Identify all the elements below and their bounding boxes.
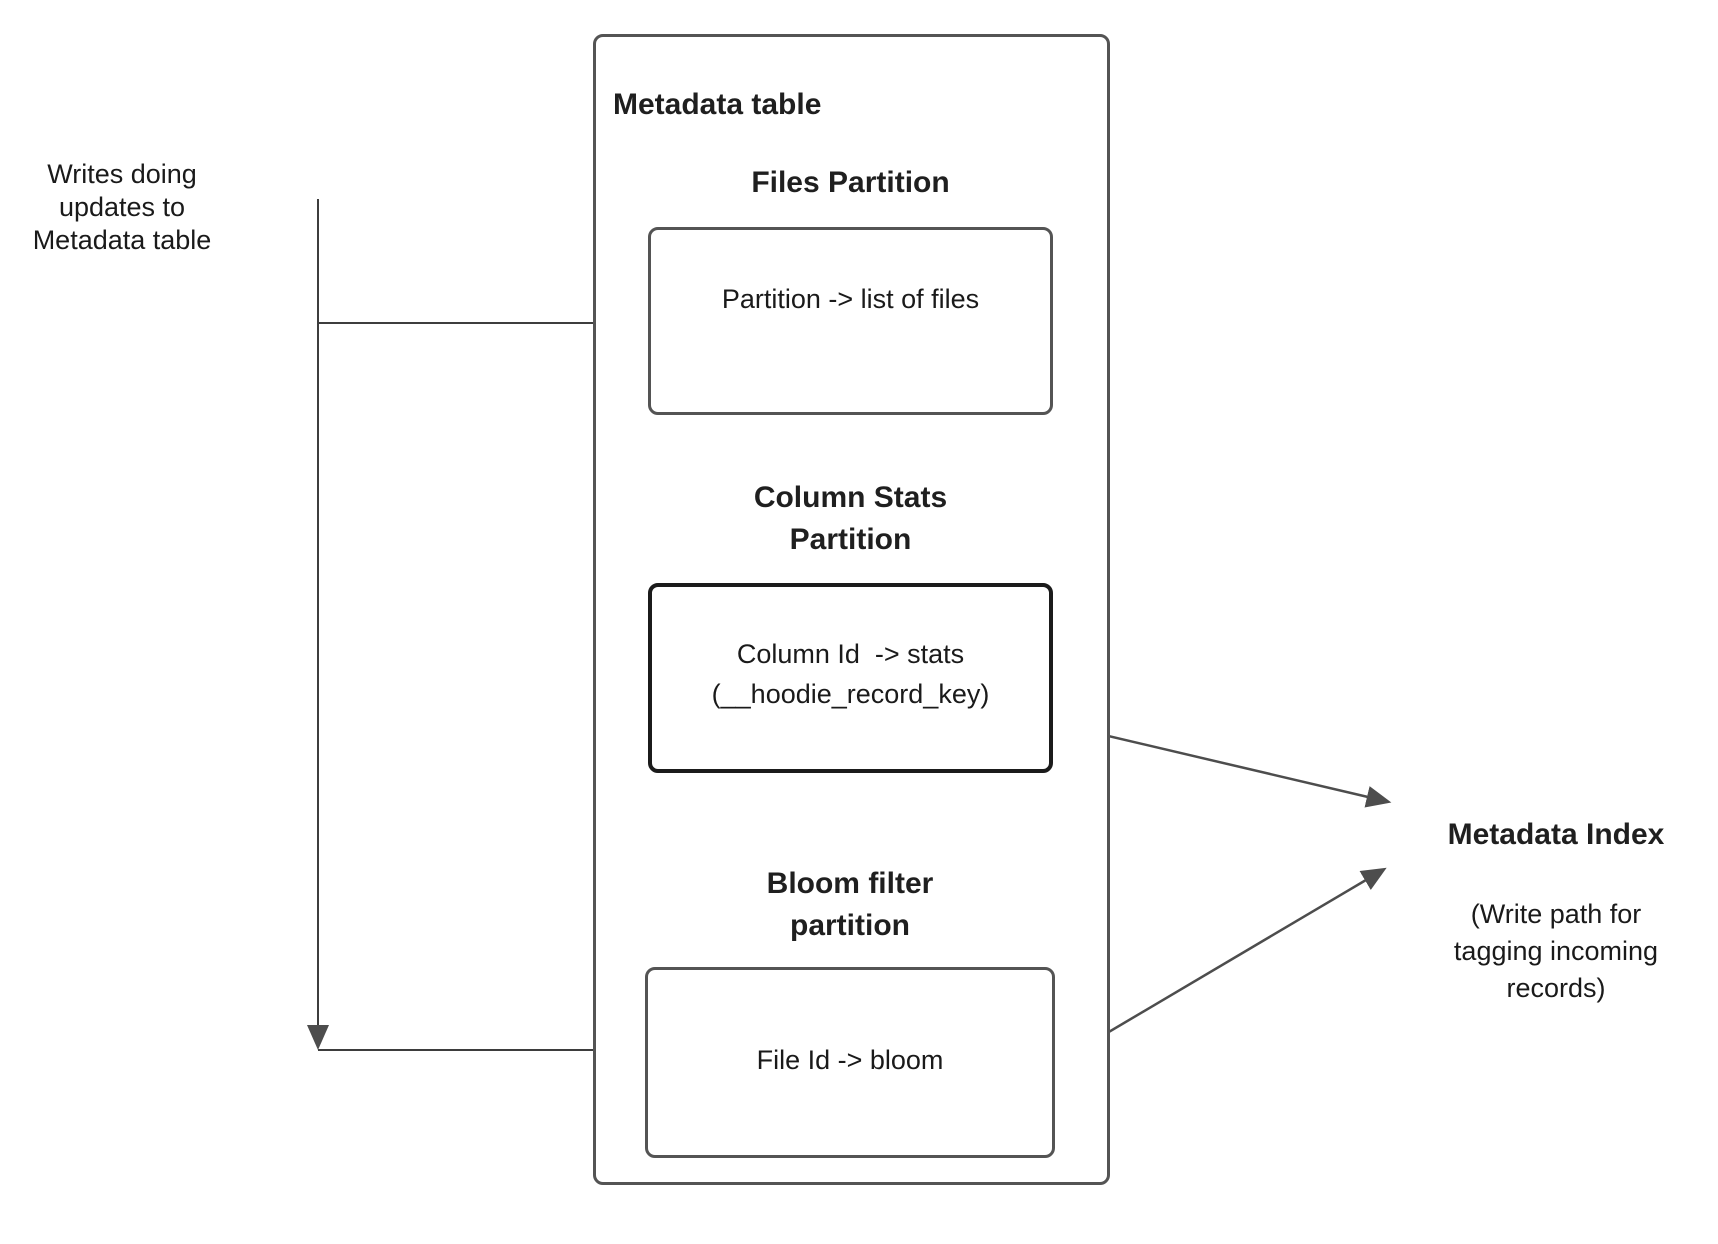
column-stats-heading-line: Column Stats	[753, 481, 948, 514]
files-partition-heading: Files Partition	[751, 166, 950, 199]
metadata-table-title: Metadata table	[613, 88, 822, 121]
metadata-index-subtitle-line: tagging incoming	[1453, 936, 1659, 966]
writes-note-line: Writes doing	[47, 159, 197, 189]
column-stats-text: Column Id -> stats (__hoodie_record_key)	[648, 634, 1053, 714]
writes-note-line: Metadata table	[32, 225, 212, 255]
bloom-filter-box	[645, 967, 1055, 1158]
metadata-index-subtitle-line: (Write path for	[1470, 899, 1642, 929]
column-stats-text-line: Column Id -> stats	[736, 639, 965, 669]
column-stats-box	[648, 583, 1053, 773]
writes-note-line: updates to	[58, 192, 186, 222]
metadata-index-subtitle: (Write path for tagging incoming records…	[1396, 896, 1716, 1007]
writes-note: Writes doing updates to Metadata table	[12, 158, 232, 257]
metadata-index-subtitle-line: records)	[1506, 973, 1606, 1003]
metadata-index-title: Metadata Index	[1447, 818, 1665, 851]
bloom-filter-heading-line: Bloom filter	[766, 867, 934, 900]
column-stats-heading-line: Partition	[789, 523, 912, 556]
files-partition-text: Partition -> list of files	[721, 284, 980, 314]
files-partition-box	[648, 227, 1053, 415]
bloom-filter-text: File Id -> bloom	[756, 1045, 944, 1075]
bloom-filter-heading-line: partition	[790, 909, 910, 942]
bloom-filter-heading: Bloom filter partition	[645, 863, 1055, 947]
column-stats-text-line: (__hoodie_record_key)	[711, 679, 990, 709]
column-stats-heading: Column Stats Partition	[648, 477, 1053, 561]
